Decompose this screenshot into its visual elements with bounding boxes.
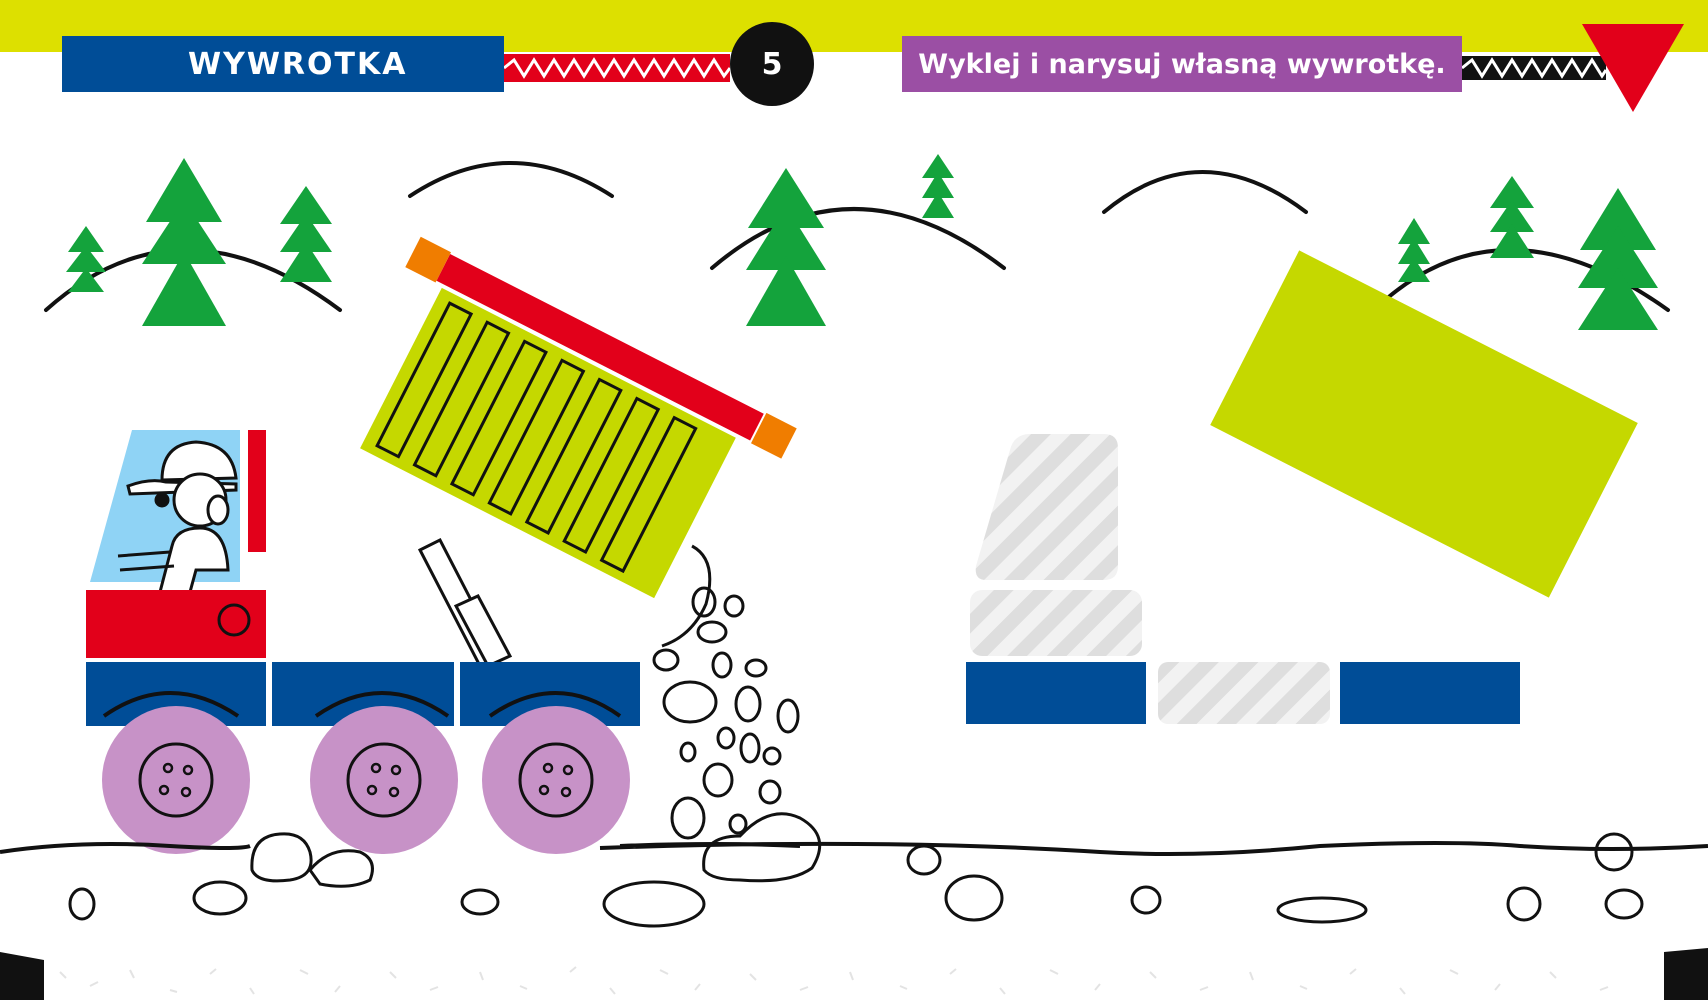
tree-icon [66,226,106,292]
page-number-badge: 5 [730,22,814,106]
sticker-template-truck [966,250,1638,724]
page-number-text: 5 [761,46,783,82]
truck-cab [86,430,266,658]
tree-icon [746,168,826,326]
wheel-icon [482,706,630,854]
dump-body-sticker [1210,250,1638,598]
stone-icon [460,888,500,916]
stone-icon [602,880,706,928]
stone-icon [762,746,782,766]
zigzag-ribbon-left [503,54,732,82]
zigzag-ribbon-right [1461,56,1608,80]
stone-icon [652,648,680,672]
falling-gravel [652,544,822,883]
tree-icon [922,154,954,218]
stone-icon [670,796,706,840]
tree-icon [280,186,332,282]
page-title-text: WYWROTKA [188,46,408,82]
corner-triangle-icon [1582,24,1684,112]
stone-icon [679,741,697,763]
stone-icon [1594,832,1634,872]
truck-piston [417,537,513,669]
sticker-slot-cab-window [975,434,1118,580]
stone-icon [734,685,762,723]
trees [66,154,1658,330]
dump-body [360,236,797,599]
stone-icon [739,732,761,764]
stone-icon [68,887,96,921]
ground-line [0,841,1708,856]
hill-icon [408,161,614,198]
stone-icon [944,874,1004,922]
stone-icon [758,779,782,805]
stone-icon [728,813,748,835]
stone-icon [1506,886,1542,922]
stone-icon [691,586,717,618]
hill-icon [1102,170,1308,214]
stone-icon [1604,888,1644,920]
stone-icon [192,880,248,916]
tree-icon [1578,188,1658,330]
stone-icon [1276,896,1368,924]
stone-icon [744,658,768,678]
stone-icon [776,698,800,734]
instruction-banner: Wyklej i narysuj własną wywrotkę. [902,36,1462,92]
instruction-text: Wyklej i narysuj własną wywrotkę. [918,48,1446,80]
stone-icon [1130,885,1162,915]
hill-icon [710,207,1006,270]
driver [117,440,238,594]
sticker-slot-cab-body [970,590,1142,656]
wheel-icon [102,706,250,854]
stone-icon [696,620,728,644]
stone-icon [702,762,734,798]
ground-stones [68,832,1644,928]
tree-icon [142,158,226,326]
sticker-slot-chassis-middle [1158,662,1330,724]
stone-icon [906,844,942,876]
stone-icon [250,832,313,883]
tree-icon [1398,218,1430,282]
chassis-left [966,662,1146,724]
stone-icon [308,849,374,888]
wheel-icon [310,706,458,854]
stone-icon [662,680,718,724]
tree-icon [1490,176,1534,258]
wheels [102,706,630,854]
dump-truck [86,236,822,883]
bottom-speckle-strip [0,948,1708,1000]
stone-icon [723,594,745,618]
wheel-arches [102,691,622,718]
stone-icon [711,651,733,679]
stone-icon [716,726,736,750]
page-title: WYWROTKA [62,36,504,92]
chassis-right [1340,662,1520,724]
